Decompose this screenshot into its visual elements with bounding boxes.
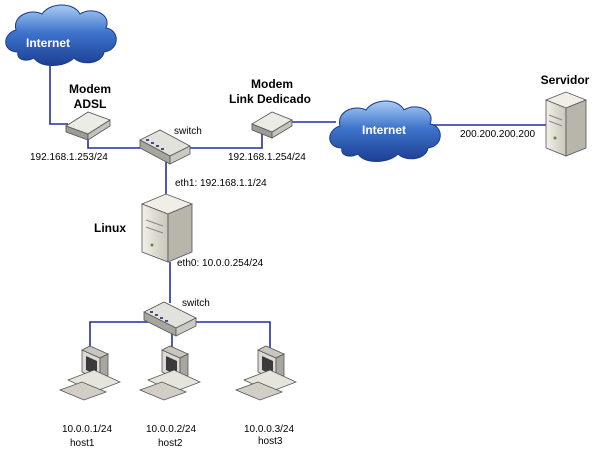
servidor-title: Servidor: [541, 73, 590, 87]
host-1-workstation: [58, 345, 122, 401]
linux-eth1-label: eth1: 192.168.1.1/24: [175, 178, 267, 189]
internet-cloud-2: Internet: [329, 100, 441, 162]
linux-server: eth1: 192.168.1.1/24 Linux eth0: 10.0.0.…: [94, 178, 267, 269]
linux-eth0-label: eth0: 10.0.0.254/24: [177, 258, 264, 269]
host-1-ip: 10.0.0.1/24: [62, 424, 112, 435]
link-modem-link-dedicado: [255, 134, 263, 149]
host-2-workstation: [138, 345, 202, 401]
modem-link-subtitle: Link Dedicado: [229, 92, 311, 106]
link-internet-modem-adsl: [49, 58, 68, 125]
network-links: [49, 58, 548, 380]
internet-cloud-1: Internet: [5, 4, 117, 66]
modem-link-dedicado: Modem Link Dedicado 192.168.1.254/24: [228, 77, 311, 163]
modem-adsl-subtitle: ADSL: [74, 97, 107, 111]
switch-top-label: switch: [174, 126, 202, 137]
host-1-name: host1: [70, 438, 95, 449]
switch-bottom-label: switch: [182, 298, 210, 309]
host-3-name: host3: [258, 436, 283, 447]
switch-top: switch: [139, 126, 202, 165]
host-3-workstation: [234, 345, 298, 401]
internet-cloud-2-label: Internet: [362, 123, 406, 137]
servidor-ip: 200.200.200.200: [460, 129, 536, 140]
modem-adsl-title: Modem: [69, 82, 111, 96]
linux-title: Linux: [94, 221, 126, 235]
internet-cloud-1-label: Internet: [26, 36, 70, 50]
modem-adsl-ip: 192.168.1.253/24: [30, 152, 108, 163]
host-2-ip: 10.0.0.2/24: [146, 424, 196, 435]
host-2-name: host2: [158, 438, 183, 449]
modem-link-title: Modem: [251, 77, 293, 91]
modem-link-ip: 192.168.1.254/24: [228, 152, 306, 163]
switch-bottom: switch: [143, 298, 210, 337]
modem-adsl: Modem ADSL 192.168.1.253/24: [30, 82, 111, 163]
link-modem-adsl-switch: [87, 136, 140, 149]
host-3-ip: 10.0.0.3/24: [244, 424, 294, 435]
servidor: Servidor 200.200.200.200: [460, 73, 590, 157]
